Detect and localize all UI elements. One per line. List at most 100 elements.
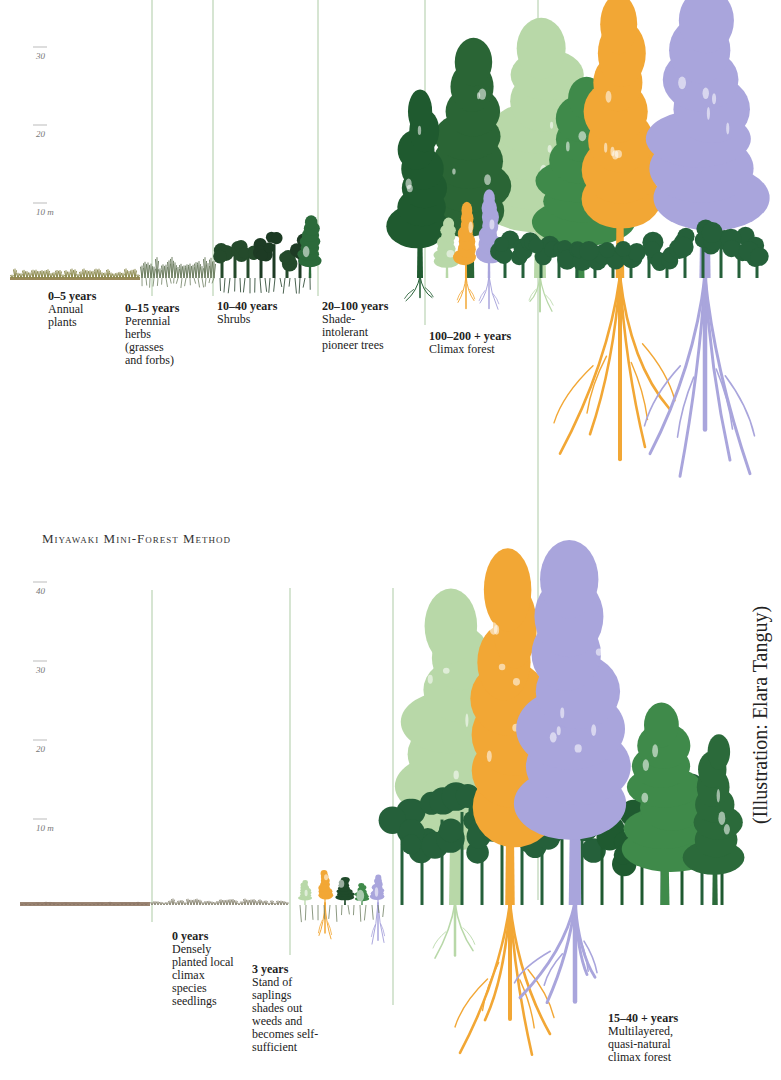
- tree-roots: [479, 276, 499, 309]
- grass-tuft: [109, 902, 112, 905]
- root: [547, 903, 575, 1003]
- stage-description: Annual plants: [48, 303, 96, 329]
- grass-tuft: [168, 260, 171, 278]
- grass-tuft: [145, 903, 148, 905]
- root: [705, 276, 750, 474]
- root: [560, 276, 620, 454]
- grass-tuft: [23, 270, 26, 278]
- grass-tuft: [45, 902, 48, 905]
- rootlet: [228, 278, 230, 293]
- rootlet: [280, 278, 282, 287]
- crown-gap: [575, 744, 582, 752]
- grass-tuft: [271, 900, 274, 905]
- stage-divider: [151, 0, 153, 296]
- crown-gap: [615, 150, 622, 158]
- grass-tuft: [277, 901, 280, 905]
- tree-roots: [371, 903, 384, 944]
- shrub-leaves: [271, 232, 282, 243]
- shrub: [231, 240, 249, 278]
- grass-tuft: [241, 901, 244, 905]
- shrub-leaves: [494, 237, 509, 252]
- tree: [298, 880, 312, 905]
- shrub-leaves: [723, 240, 740, 257]
- stage-years: 15–40 + years: [608, 1012, 678, 1025]
- rootlet: [329, 905, 330, 919]
- grass-tuft: [53, 272, 56, 278]
- shrub-leaves: [673, 237, 694, 258]
- grass-tuft: [81, 903, 84, 905]
- crown-gap: [357, 890, 365, 902]
- rootlet: [173, 278, 174, 283]
- tree: [297, 215, 321, 278]
- grass-tuft: [220, 899, 223, 905]
- grass-tuft: [280, 901, 283, 905]
- tree-roots: [645, 276, 755, 476]
- grass: [151, 899, 289, 905]
- grass-tuft: [183, 265, 186, 278]
- root: [590, 276, 620, 434]
- grass-tuft: [151, 902, 154, 905]
- shrub-leaves: [401, 834, 421, 854]
- grass-tuft: [235, 900, 238, 905]
- rootlet: [220, 278, 222, 291]
- crown-gap: [338, 880, 344, 888]
- root: [515, 951, 551, 983]
- root: [529, 290, 536, 301]
- crown-gap: [484, 174, 491, 185]
- tree: [434, 218, 460, 278]
- grass-tuft: [244, 899, 247, 905]
- shrub-leaves: [279, 252, 290, 263]
- rootlet: [274, 278, 275, 292]
- root: [678, 377, 694, 437]
- grass-tuft: [69, 903, 72, 905]
- shrub: [669, 228, 695, 278]
- shrub-leaves: [213, 250, 227, 264]
- tree-crown: [375, 875, 381, 882]
- rootlet: [254, 278, 255, 293]
- tree-roots: [433, 903, 475, 958]
- scale-tick: [33, 203, 47, 204]
- shrub: [213, 243, 234, 278]
- soil: [20, 902, 150, 906]
- rootlet: [205, 278, 207, 287]
- root: [680, 276, 705, 476]
- grass-tuft: [166, 902, 169, 905]
- grass-tuft: [104, 272, 107, 278]
- grass-tuft: [11, 275, 14, 278]
- root: [643, 344, 676, 401]
- grass-tuft: [178, 901, 181, 905]
- grass-tuft: [256, 901, 259, 905]
- rootlet: [283, 278, 285, 294]
- scale-tick: [33, 740, 47, 741]
- root: [319, 903, 325, 935]
- rootlet: [336, 905, 338, 922]
- grass-tuft: [33, 903, 36, 905]
- grass-tuft: [232, 899, 235, 905]
- grass-tuft: [174, 262, 177, 278]
- rootlet: [185, 278, 186, 286]
- grass-tuft: [119, 272, 122, 278]
- grass-tuft: [80, 271, 83, 278]
- root: [455, 979, 488, 1027]
- grass-tuft: [265, 900, 268, 905]
- grass-tuft: [92, 271, 95, 278]
- rootlet: [299, 278, 301, 294]
- stage-description: Multilayered, quasi-natural climax fores…: [608, 1025, 700, 1064]
- root: [544, 954, 562, 986]
- grass-tuft: [41, 903, 44, 905]
- root: [725, 376, 754, 436]
- crown-gap: [477, 92, 480, 99]
- grass-tuft: [283, 901, 286, 905]
- tree-crown: [483, 189, 495, 208]
- scale-tick: [33, 819, 47, 820]
- crown-gap: [489, 220, 494, 230]
- rootlet: [305, 905, 307, 920]
- root: [381, 924, 385, 936]
- root: [479, 291, 485, 301]
- root: [493, 294, 499, 304]
- grass-tuft: [154, 901, 157, 905]
- grass-tuft: [193, 900, 196, 905]
- grass-tuft: [195, 262, 198, 278]
- grass-tuft: [189, 264, 192, 278]
